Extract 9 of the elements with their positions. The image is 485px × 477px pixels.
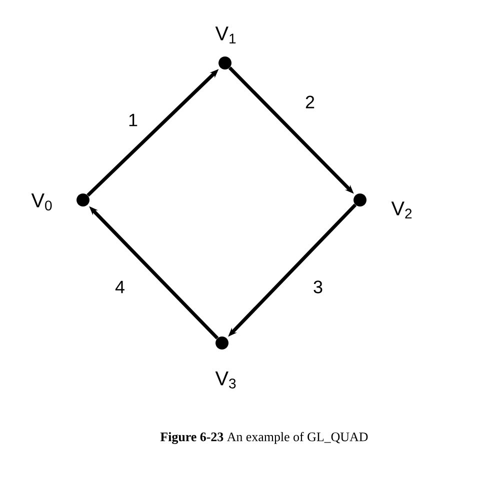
vertex-label: V$_{0}$ bbox=[31, 194, 52, 210]
edge-label: 2 bbox=[304, 94, 316, 110]
vertex-label: V$_{2}$ bbox=[391, 202, 412, 218]
vertex-label: V$_{3}$ bbox=[215, 372, 236, 388]
figure-caption: Figure 6-23 An example of GL_QUAD bbox=[160, 432, 368, 444]
vertex-label: V$_{1}$ bbox=[215, 26, 236, 44]
edge-label: 4 bbox=[114, 280, 126, 294]
edge-label: 1 bbox=[127, 112, 139, 128]
edge-label: 3 bbox=[312, 280, 324, 294]
